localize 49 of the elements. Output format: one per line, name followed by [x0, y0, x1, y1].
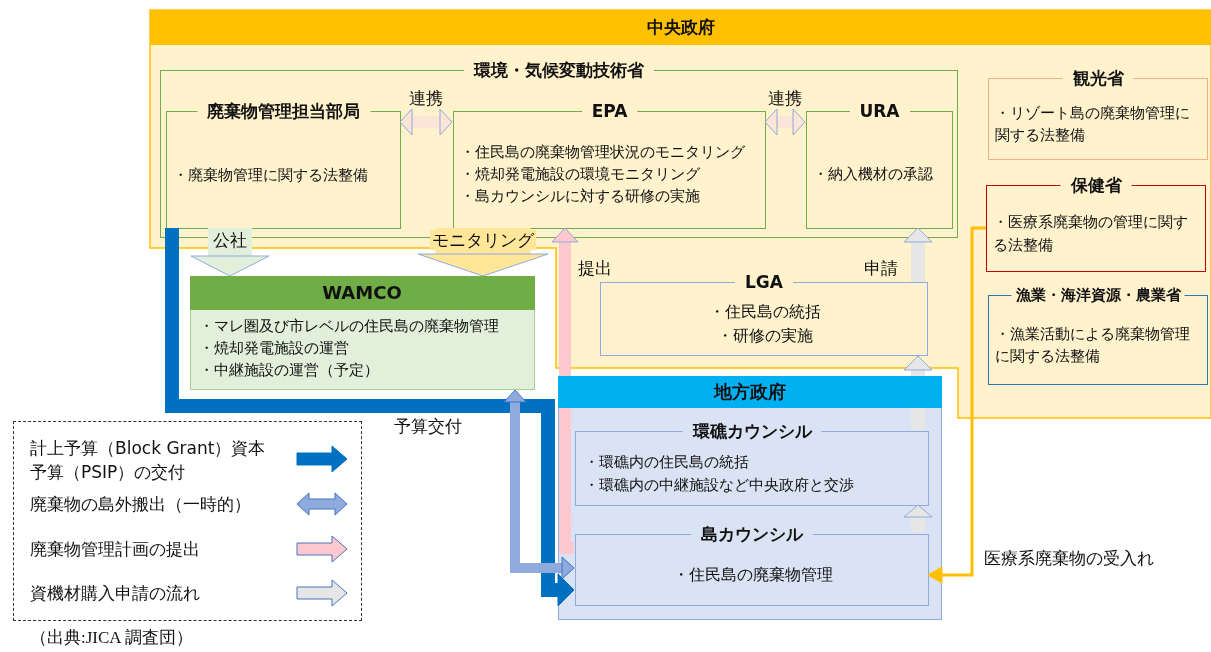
- edge-label: 医療系廃棄物の受入れ: [982, 548, 1156, 568]
- arrow: [503, 389, 575, 580]
- bullet-text: ・環礁内の中継施設など中央政府と交渉: [584, 474, 854, 496]
- header-bar: 中央政府: [150, 10, 1211, 45]
- arrow: [903, 504, 933, 533]
- bullet-text: ・研修の実施: [717, 325, 813, 347]
- block-arrow: [190, 228, 270, 277]
- edge-label: 連携: [766, 88, 804, 108]
- bullet-text: ・住民島の統括: [709, 301, 821, 323]
- arrow: [927, 226, 986, 584]
- arrow: [764, 108, 806, 136]
- legend-text: 資機材購入申請の流れ: [30, 582, 201, 605]
- source-note: （出典:JICA 調査団）: [30, 627, 193, 649]
- box-heading: 漁業・海洋資源・農業省: [1011, 284, 1185, 306]
- edge-label: モニタリング: [430, 230, 536, 250]
- edge-label: 予算交付: [392, 416, 464, 436]
- bullet-text: ・住民島の廃棄物管理状況のモニタリング: [460, 143, 745, 163]
- arrow: [903, 355, 933, 430]
- header-bar: 地方政府: [557, 375, 942, 408]
- bullet-text: ・廃棄物管理に関する法整備: [173, 164, 368, 186]
- box-heading: 環礁カウンシル: [682, 420, 822, 442]
- arrow: [551, 227, 579, 554]
- organization-box: [558, 376, 942, 620]
- bullet-text: ・医療系廃棄物の管理に関する法整備: [993, 212, 1189, 256]
- bullet-text: ・住民島の廃棄物管理: [673, 564, 833, 586]
- bullet-text: ・環礁内の住民島の統括: [584, 452, 749, 473]
- box-heading: 環境・気候変動技術省: [464, 59, 654, 81]
- box-heading: 島カウンシル: [691, 523, 813, 545]
- bullet-text: ・焼却発電施設の環境モニタリング: [460, 165, 700, 185]
- legend-text: 計上予算（Block Grant）資本予算（PSIP）の交付: [30, 437, 267, 484]
- edge-label: 公社: [211, 230, 249, 250]
- arrow: [165, 228, 575, 607]
- bullet-text: ・島カウンシルに対する研修の実施: [460, 186, 700, 206]
- arrow: [399, 108, 453, 136]
- legend-text: 廃棄物の島外搬出（一時的）: [30, 493, 252, 516]
- bullet-text: ・焼却発電施設の運営: [199, 338, 350, 360]
- box-heading: 保健省: [1060, 174, 1132, 196]
- bullet-text: ・漁業活動による廃棄物管理に関する法整備: [995, 323, 1191, 367]
- legend-text: 廃棄物管理計画の提出: [30, 538, 201, 561]
- edge-label: 申請: [862, 258, 900, 278]
- edge-label: 連携: [407, 88, 445, 108]
- bullet-text: ・マレ圏及び市レベルの住民島の廃棄物管理: [199, 316, 500, 338]
- box-heading: 廃棄物管理担当部局: [197, 100, 370, 122]
- header-bar: WAMCO: [189, 275, 535, 310]
- organization-box: [190, 276, 535, 390]
- bullet-text: ・リゾート島の廃棄物管理に関する法整備: [995, 102, 1191, 146]
- box-heading: 観光省: [1062, 67, 1134, 89]
- bullet-text: ・中継施設の運営（予定）: [199, 359, 380, 381]
- bullet-text: ・納入機材の承認: [813, 165, 933, 185]
